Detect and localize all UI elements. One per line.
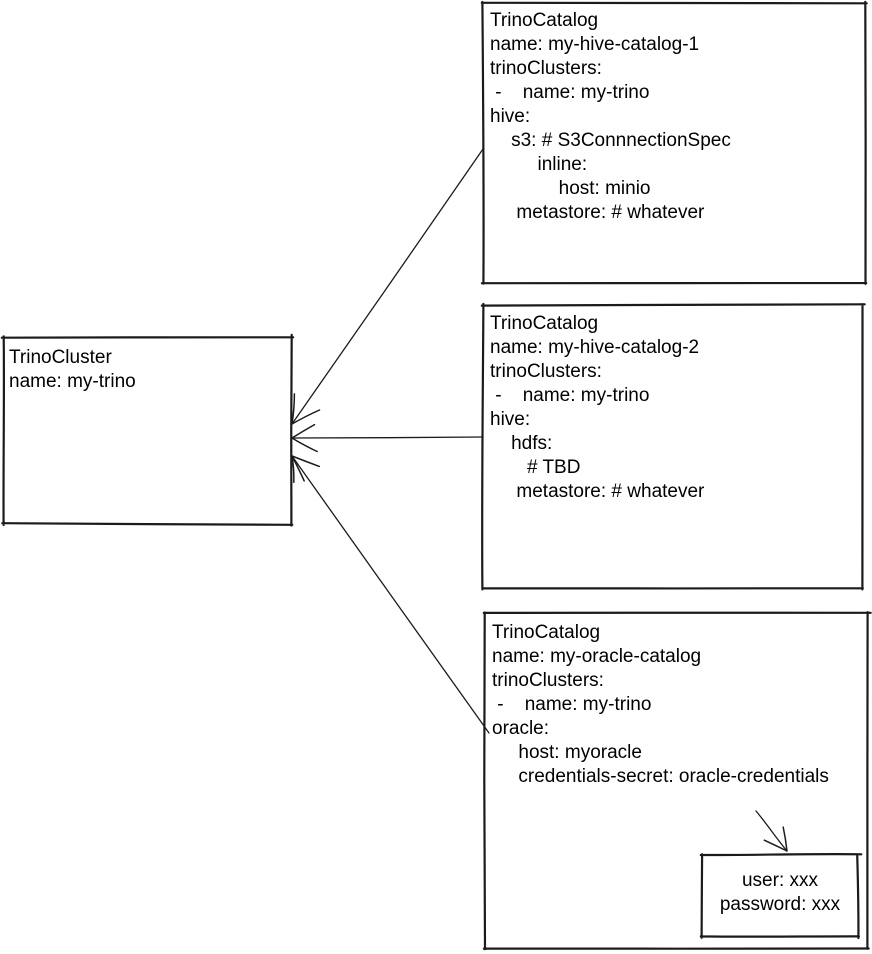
credentials-secret-text: user: xxx password: xxx xyxy=(719,870,841,915)
trino-cluster-text: TrinoCluster name: my-trino xyxy=(9,347,136,392)
credentials-secret-box xyxy=(699,852,863,940)
edge-catalog-2-to-cluster-arrowhead xyxy=(291,423,318,453)
trino-catalog-2-text: TrinoCatalog name: my-hive-catalog-2 tri… xyxy=(490,313,705,502)
trino-cluster-box xyxy=(0,333,295,527)
edge-catalog-3-to-cluster-arrowhead xyxy=(291,455,321,484)
edge-credentials-to-secret-box-arrowhead xyxy=(763,826,788,852)
trino-catalog-1-text: TrinoCatalog name: my-hive-catalog-1 tri… xyxy=(490,10,731,223)
trino-catalog-1-node: TrinoCatalog name: my-hive-catalog-1 tri… xyxy=(483,3,865,283)
trino-catalog-2-box xyxy=(480,302,866,591)
edge-catalog-1-to-cluster xyxy=(291,148,484,425)
trino-catalog-2-node: TrinoCatalog name: my-hive-catalog-2 tri… xyxy=(483,305,862,588)
credentials-secret-node: user: xxx password: xxx xyxy=(702,855,858,937)
trino-catalog-3-box xyxy=(482,611,872,951)
edge-credentials-to-secret-box xyxy=(755,810,788,852)
edge-catalog-3-to-cluster xyxy=(291,455,490,734)
edge-catalog-1-to-cluster-arrowhead xyxy=(291,393,321,425)
trino-catalog-1-box xyxy=(480,0,868,285)
trino-cluster-node: TrinoCluster name: my-trino xyxy=(3,337,291,524)
trino-catalog-3-node: TrinoCatalog name: my-oracle-catalog tri… xyxy=(485,613,867,948)
trino-catalog-3-text: TrinoCatalog name: my-oracle-catalog tri… xyxy=(492,622,829,787)
edge-catalog-2-to-cluster xyxy=(291,436,484,439)
